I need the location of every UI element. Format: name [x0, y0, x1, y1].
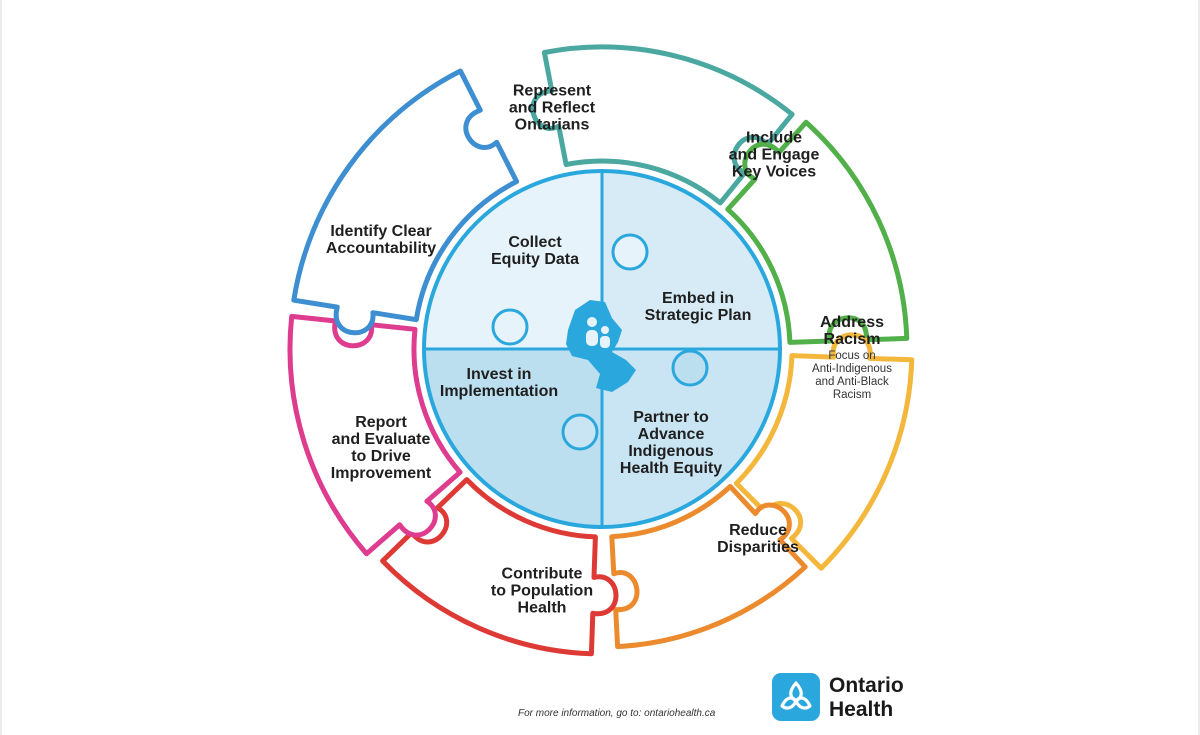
label-identify: Identify Clear Accountability: [326, 223, 436, 257]
label-include: Include and Engage Key Voices: [729, 130, 820, 181]
page-border-right: [1198, 0, 1200, 735]
puzzle-piece-include: [725, 119, 910, 345]
label-represent-text: Represent and Reflect Ontarians: [508, 82, 596, 134]
label-collect-text: Collect Equity Data: [490, 234, 580, 268]
label-invest: Invest in Implementation: [440, 366, 558, 400]
label-embed-text: Embed in Strategic Plan: [644, 290, 752, 324]
puzzle-piece-reduce: [609, 484, 808, 650]
label-reduce-text: Reduce Disparities: [717, 522, 799, 556]
puzzle-piece-address: [733, 332, 915, 571]
page-border-left: [0, 0, 2, 735]
label-embed: Embed in Strategic Plan: [645, 290, 752, 324]
label-partner: Partner to Advance Indigenous Health Equ…: [620, 409, 722, 477]
label-include-text: Include and Engage Key Voices: [728, 129, 820, 181]
label-contribute-text: Contribute to Population Health: [490, 565, 594, 617]
label-address-text: Address Racism: [819, 314, 885, 348]
label-invest-text: Invest in Implementation: [439, 366, 559, 400]
label-reduce: Reduce Disparities: [717, 522, 799, 556]
inner-puzzle-knob: [491, 308, 529, 346]
quadrant-embed: [602, 171, 780, 349]
logo-wordmark: Ontario Health: [829, 674, 904, 721]
footer-link-text[interactable]: For more information, go to: ontarioheal…: [518, 708, 716, 719]
quadrant-collect: [424, 171, 602, 349]
label-contribute: Contribute to Population Health: [491, 566, 593, 617]
label-address-subtext: Focus on Anti-Indigenous and Anti-Black …: [812, 350, 892, 401]
quadrant-partner: [602, 349, 780, 527]
puzzle-piece-contribute: [380, 477, 619, 657]
quadrant-invest: [424, 349, 602, 527]
label-report: Report and Evaluate to Drive Improvement: [331, 414, 431, 482]
inner-puzzle-knob: [671, 349, 709, 387]
label-identify-text: Identify Clear Accountability: [325, 223, 437, 257]
puzzle-piece-identify: [291, 68, 520, 336]
ontario-map-people-icon: [566, 300, 636, 392]
inner-puzzle-knob: [561, 413, 599, 451]
puzzle-piece-report: [287, 313, 463, 557]
label-partner-text: Partner to Advance Indigenous Health Equ…: [619, 409, 723, 477]
label-report-text: Report and Evaluate to Drive Improvement: [330, 414, 432, 482]
trillium-icon: [772, 673, 820, 721]
puzzle-piece-represent: [530, 44, 795, 206]
inner-puzzle-knob: [611, 233, 649, 271]
label-collect: Collect Equity Data: [491, 234, 579, 268]
label-represent: Represent and Reflect Ontarians: [509, 83, 595, 134]
